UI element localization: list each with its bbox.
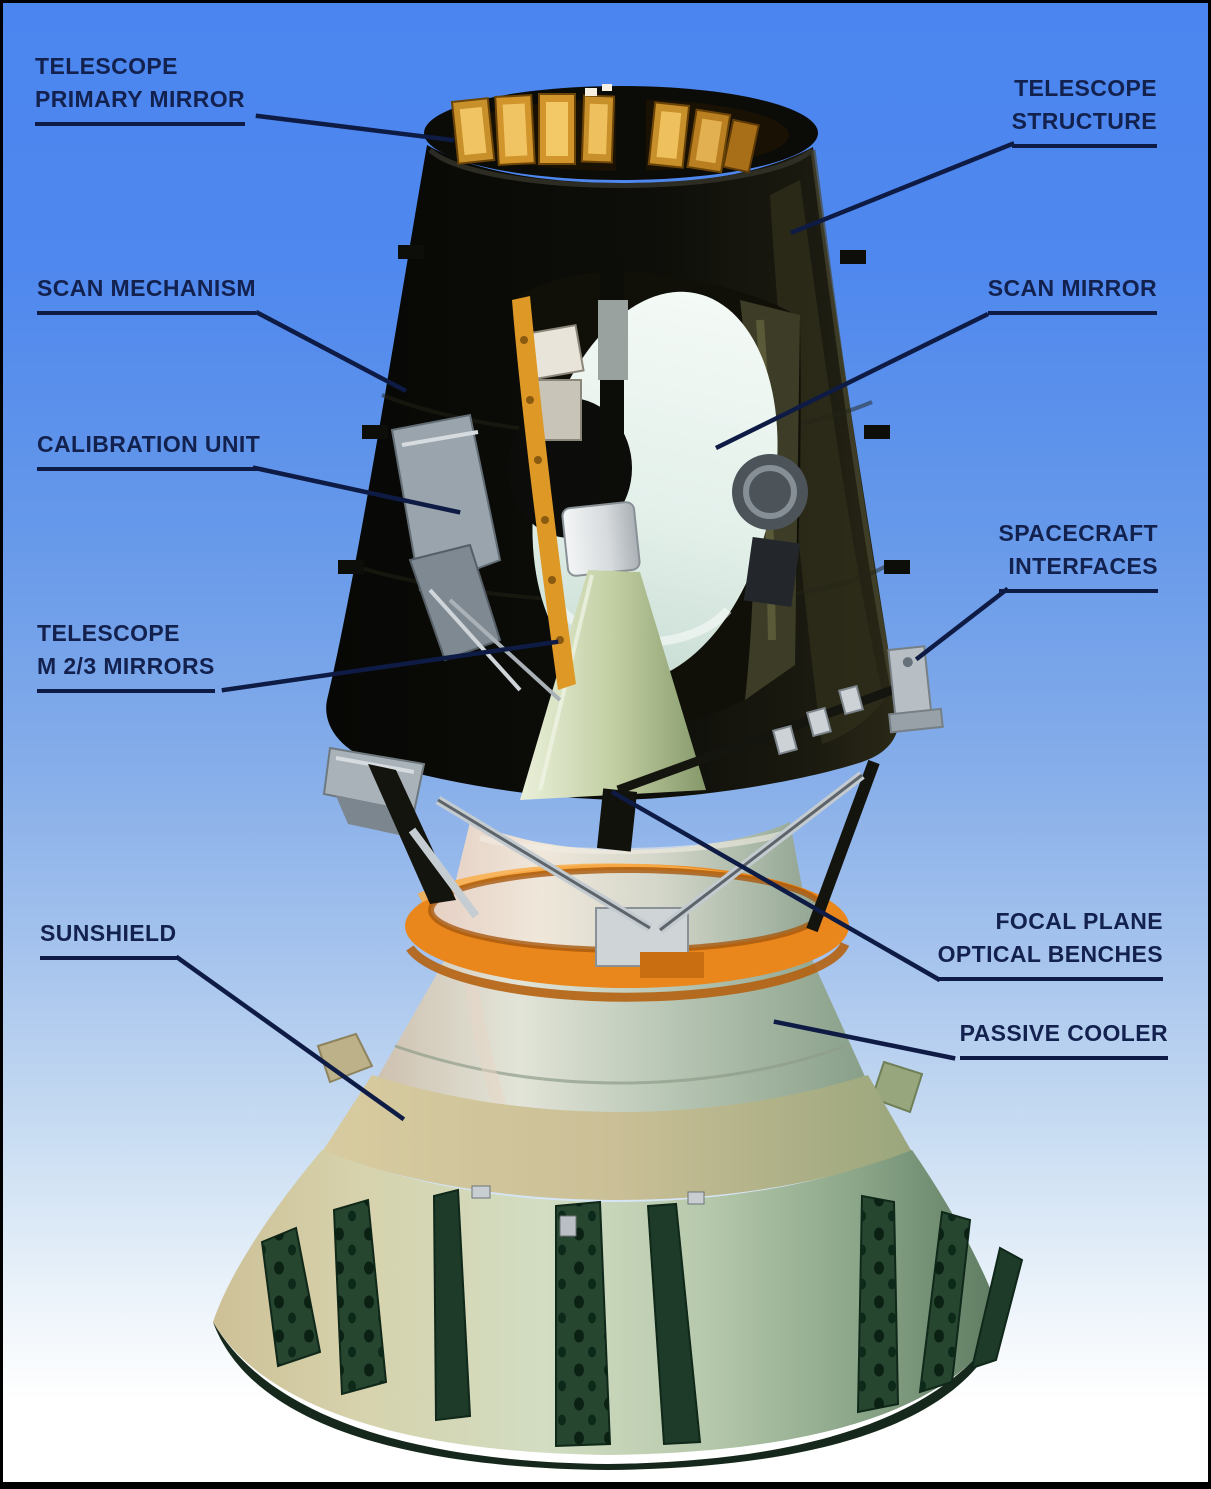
label-sunshield: SUNSHIELD xyxy=(40,917,177,960)
support-struts xyxy=(322,645,944,934)
telescope-primary-mirror xyxy=(450,84,789,174)
spacecraft-interfaces xyxy=(771,645,944,756)
ring-front-step xyxy=(640,952,704,978)
label-scan-mirror: SCAN MIRROR xyxy=(987,272,1157,315)
scan-mirror-mount xyxy=(732,454,808,608)
telescope-m23-mirrors xyxy=(520,501,706,800)
leader-scan-mechanism xyxy=(254,309,408,394)
sunshield-rim-tab xyxy=(870,1060,924,1114)
label-passive-cooler: PASSIVE COOLER xyxy=(959,1017,1168,1060)
label-calibration-unit: CALIBRATION UNIT xyxy=(37,428,261,471)
sunshield-upper-band xyxy=(322,1075,912,1200)
sunshield-fastener xyxy=(471,1185,491,1199)
sunshield-skirt xyxy=(213,1150,1003,1455)
label-spacecraft-interfaces: SPACECRAFT INTERFACES xyxy=(998,517,1158,593)
label-scan-mechanism: SCAN MECHANISM xyxy=(37,272,256,315)
silver-strut xyxy=(408,827,480,919)
leader-focal-plane-optical-benches xyxy=(610,789,942,983)
leader-passive-cooler xyxy=(773,1019,956,1061)
leader-telescope-m23-mirrors xyxy=(221,639,559,693)
label-telescope-m23-mirrors: TELESCOPE M 2/3 MIRRORS xyxy=(37,617,215,693)
leader-sunshield xyxy=(174,954,406,1122)
sunshield xyxy=(213,1032,1024,1470)
passive-cooler xyxy=(368,955,872,1130)
primary-mirror-cut-edge xyxy=(512,296,576,690)
leader-spacecraft-interfaces xyxy=(914,586,1010,662)
right-bipod xyxy=(806,759,880,933)
sunshield-fastener xyxy=(559,1215,577,1237)
calibration-unit xyxy=(390,413,562,702)
leader-telescope-primary-mirror xyxy=(255,113,455,143)
leader-calibration-unit xyxy=(252,465,461,515)
sunshield-ribs xyxy=(260,1188,1024,1448)
telescope-cutaway-interior xyxy=(508,255,808,800)
sunshield-fastener xyxy=(687,1191,705,1205)
label-telescope-primary-mirror: TELESCOPE PRIMARY MIRROR xyxy=(35,50,246,126)
label-telescope-structure: TELESCOPE STRUCTURE xyxy=(1011,72,1157,148)
label-focal-plane-optical-benches: FOCAL PLANE OPTICAL BENCHES xyxy=(937,905,1163,981)
leader-telescope-structure xyxy=(790,141,1015,235)
leader-scan-mirror xyxy=(714,311,990,451)
